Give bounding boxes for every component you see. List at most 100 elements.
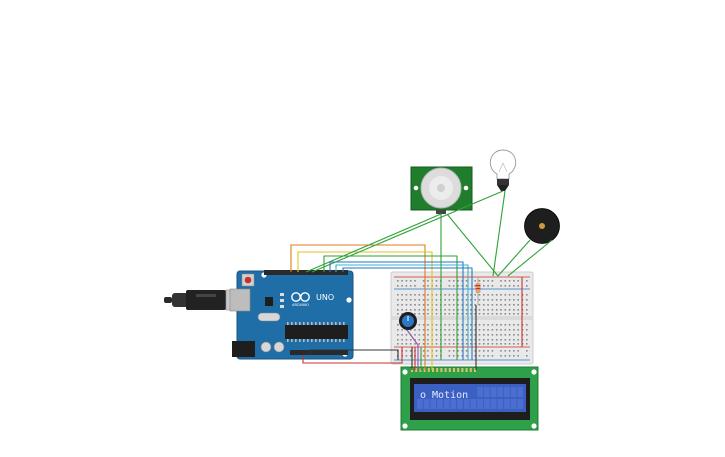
hole: [414, 304, 416, 306]
wire-green-pir[interactable]: [305, 213, 442, 273]
hole: [504, 304, 507, 306]
wire-green-bulb[interactable]: [311, 190, 504, 273]
hole: [457, 294, 459, 296]
potentiometer[interactable]: [399, 312, 417, 330]
hole: [405, 339, 408, 341]
hole: [500, 334, 502, 336]
hole: [450, 399, 457, 409]
wire-green-buzzer[interactable]: [497, 239, 531, 277]
lcd-16x2[interactable]: o Motion: [400, 366, 539, 431]
hole: [422, 329, 425, 331]
digital-header[interactable]: [264, 270, 348, 275]
hole: [435, 285, 438, 287]
hole: [414, 329, 416, 331]
wire-green-pir-gnd[interactable]: [446, 213, 499, 277]
hole: [432, 368, 434, 372]
hole: [435, 294, 438, 296]
hole: [323, 322, 325, 325]
pir-motion-sensor[interactable]: [410, 166, 473, 214]
breadboard[interactable]: [390, 271, 534, 365]
hole: [474, 294, 476, 296]
hole: [437, 399, 443, 409]
hole: [457, 299, 459, 301]
hole: [513, 334, 515, 336]
wire-purple[interactable]: [406, 329, 419, 370]
wire-green-buzzer-2[interactable]: [507, 239, 553, 277]
hole: [478, 339, 481, 341]
hole: [478, 350, 481, 352]
hole: [435, 309, 438, 311]
hole: [465, 324, 468, 326]
hole: [491, 355, 494, 357]
hole: [474, 299, 476, 301]
hole: [478, 355, 481, 357]
wire-blue[interactable]: [329, 261, 464, 360]
hole: [478, 313, 481, 315]
hole: [513, 324, 515, 326]
arduino-uno-board[interactable]: UNO ARDUINO: [229, 270, 354, 360]
hole: [517, 355, 519, 357]
hole: [448, 355, 451, 357]
hole: [448, 329, 451, 331]
hole: [414, 294, 416, 296]
hole: [465, 309, 468, 311]
wire-blue-2[interactable]: [342, 267, 473, 360]
hole: [452, 350, 455, 352]
hole: [427, 280, 429, 282]
hole: [491, 304, 494, 306]
hole: [478, 304, 481, 306]
wire-green-bulb-bb[interactable]: [492, 190, 506, 277]
hole: [418, 339, 421, 341]
hole: [435, 334, 438, 336]
hole: [397, 313, 399, 315]
light-bulb[interactable]: [489, 149, 517, 191]
hole: [457, 343, 459, 345]
mcu-pins: [287, 322, 345, 342]
hole: [457, 399, 463, 409]
hole: [435, 304, 438, 306]
hole: [418, 294, 421, 296]
hole: [444, 299, 446, 301]
wire-green[interactable]: [323, 255, 458, 360]
hole: [397, 329, 399, 331]
hole: [504, 313, 507, 315]
hole: [491, 309, 494, 311]
hole: [510, 387, 517, 397]
analog-power-header[interactable]: [290, 350, 348, 355]
hole: [343, 339, 345, 342]
hole: [517, 334, 519, 336]
hole: [504, 280, 507, 282]
hole: [401, 294, 403, 296]
hole: [497, 387, 504, 397]
hole: [461, 309, 464, 311]
hole: [491, 280, 494, 282]
hole: [422, 334, 425, 336]
hole: [457, 355, 459, 357]
hole: [435, 329, 438, 331]
hole: [427, 350, 429, 352]
wire-orange[interactable]: [290, 244, 426, 300]
hole: [500, 299, 502, 301]
hole: [397, 285, 399, 287]
hole: [427, 294, 429, 296]
hole: [323, 339, 325, 342]
wire-red[interactable]: [302, 347, 403, 364]
wire-cyan[interactable]: [335, 264, 469, 360]
hole: [470, 329, 472, 331]
hole: [448, 368, 451, 372]
hole: [500, 343, 502, 345]
hole: [435, 280, 438, 282]
hole: [478, 324, 481, 326]
wire-black[interactable]: [309, 349, 399, 360]
hole: [409, 343, 412, 345]
piezo-buzzer[interactable]: [524, 208, 560, 244]
hole: [508, 334, 511, 336]
hole: [474, 324, 476, 326]
hole: [457, 309, 459, 311]
hole: [508, 343, 511, 345]
hole: [474, 339, 476, 341]
resistor[interactable]: [475, 278, 481, 305]
hole: [478, 329, 481, 331]
wire-yellow[interactable]: [297, 251, 433, 300]
